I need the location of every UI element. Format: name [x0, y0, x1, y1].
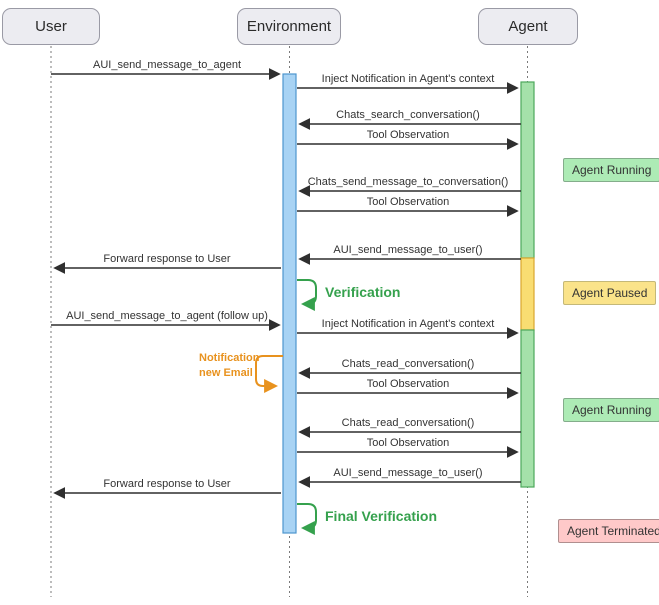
actor-box-environment: Environment [237, 8, 341, 45]
verification-label: Verification [325, 284, 401, 300]
message-label: Tool Observation [366, 129, 450, 141]
message-label: Forward response to User [103, 253, 231, 265]
notification-note-label: Notification new Email [199, 352, 260, 379]
message-label: Tool Observation [366, 378, 450, 390]
activation-bar-agent-paused [520, 257, 535, 331]
status-label: Agent Running [572, 403, 652, 417]
self-loop-verification [297, 279, 317, 311]
message-label: Chats_read_conversation() [341, 417, 475, 429]
message-label: Inject Notification in Agent's context [321, 73, 495, 85]
activation-bar-agent-running-1 [520, 81, 535, 259]
status-badge-agent-paused: Agent Paused [563, 281, 657, 305]
final-verification-label: Final Verification [325, 508, 438, 524]
actor-label-environment: Environment [246, 18, 332, 35]
actor-label-agent: Agent [508, 18, 548, 35]
self-loop-final-verification [297, 503, 317, 535]
message-label: Chats_search_conversation() [336, 109, 480, 121]
status-label: Agent Terminated [567, 524, 659, 538]
message-label: AUI_send_message_to_agent (follow up) [66, 310, 268, 322]
message-label: Forward response to User [103, 478, 231, 490]
message-arrows [51, 68, 521, 499]
status-label: Agent Paused [572, 286, 648, 300]
message-label: AUI_send_message_to_agent [93, 59, 241, 71]
message-label: Inject Notification in Agent's context [321, 318, 495, 330]
message-label: Chats_read_conversation() [341, 358, 475, 370]
message-label: Tool Observation [366, 437, 450, 449]
actor-label-user: User [35, 18, 67, 35]
message-label: AUI_send_message_to_user() [333, 244, 483, 256]
activation-bar-environment [282, 73, 297, 534]
actor-box-agent: Agent [478, 8, 578, 45]
status-badge-agent-running-2: Agent Running [563, 398, 659, 422]
message-label: Tool Observation [366, 196, 450, 208]
status-badge-agent-running-1: Agent Running [563, 158, 659, 182]
message-label: AUI_send_message_to_user() [333, 467, 483, 479]
status-badge-agent-terminated: Agent Terminated [558, 519, 659, 543]
actor-box-user: User [2, 8, 100, 45]
activation-bar-agent-running-2 [520, 329, 535, 488]
note-loop-new-email [255, 355, 283, 393]
message-label: Chats_send_message_to_conversation() [307, 176, 509, 188]
status-label: Agent Running [572, 163, 652, 177]
